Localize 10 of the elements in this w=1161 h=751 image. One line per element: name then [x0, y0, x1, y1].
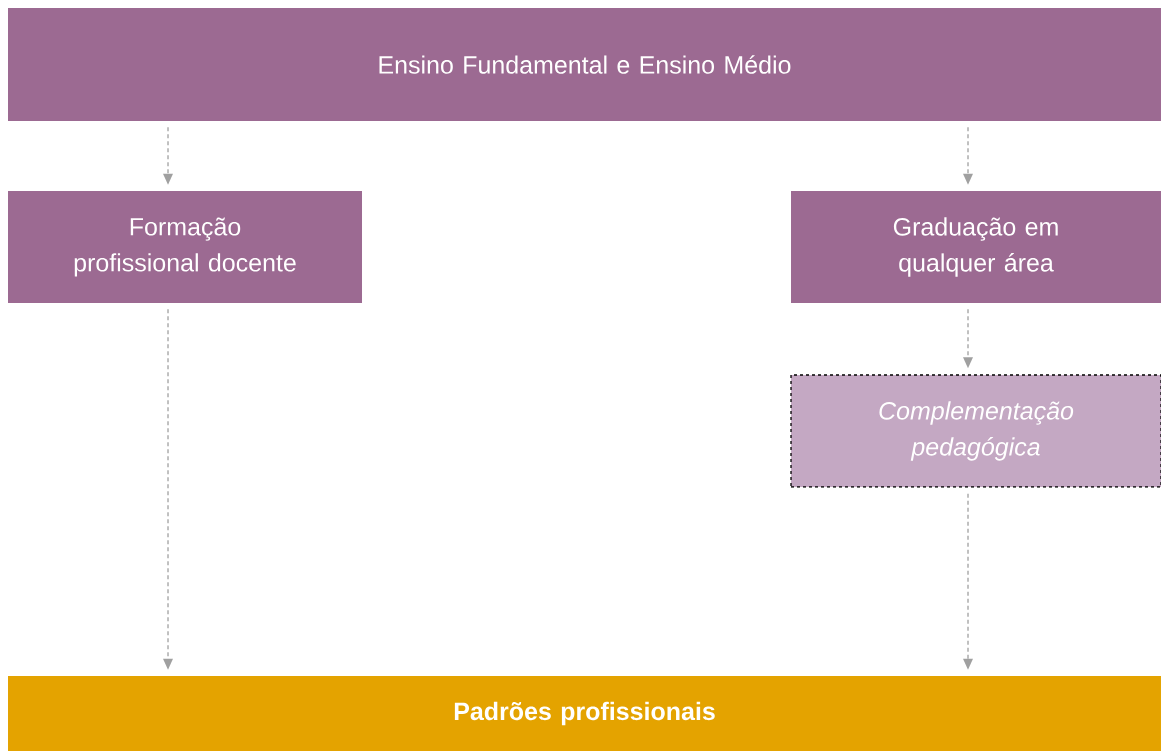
arrow: [963, 126, 973, 185]
arrow: [163, 308, 173, 670]
process-box: Formação profissional docente: [8, 191, 362, 303]
title-band: Ensino Fundamental e Ensino Médio: [8, 8, 1161, 121]
arrow: [963, 493, 973, 670]
result-band: Padrões profissionais: [8, 676, 1161, 751]
arrow: [163, 126, 173, 185]
arrow: [963, 308, 973, 369]
optional-step-box: Complementação pedagógica: [790, 374, 1161, 488]
process-box: Graduação em qualquer área: [791, 191, 1161, 303]
